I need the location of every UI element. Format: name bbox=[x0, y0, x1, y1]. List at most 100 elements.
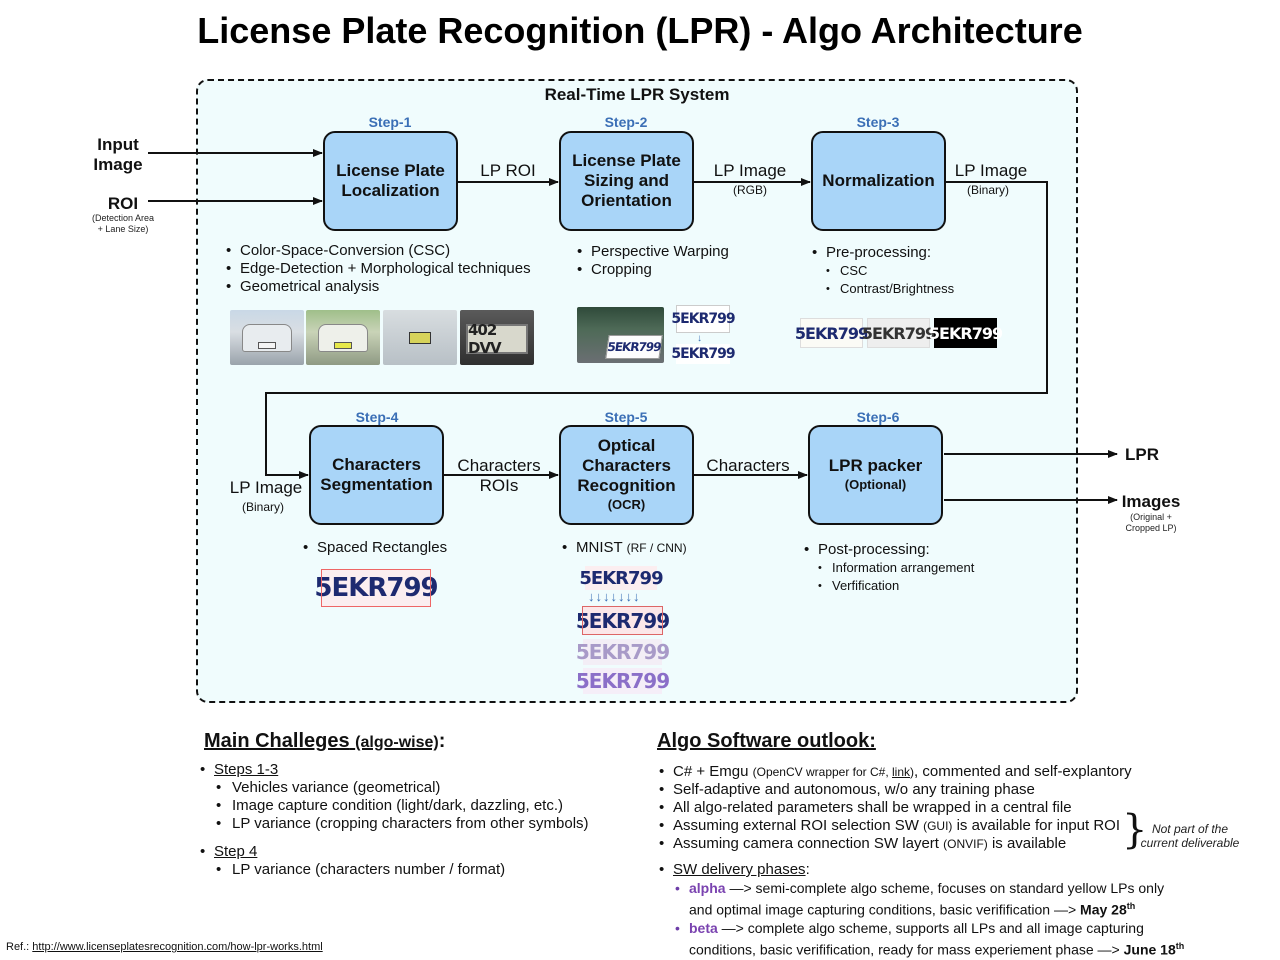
step-3-bullet: Pre-processing: bbox=[810, 244, 1010, 262]
step-1-bullet: Edge-Detection + Morphological technique… bbox=[224, 260, 554, 278]
phase-alpha-date-suffix: th bbox=[1126, 901, 1136, 911]
outlook-item-note: (GUI) bbox=[923, 819, 953, 833]
step-1-bullet: Color-Space-Conversion (CSC) bbox=[224, 242, 554, 260]
page-title: License Plate Recognition (LPR) - Algo A… bbox=[197, 10, 1083, 51]
phase-alpha-text: —> semi-complete algo scheme, focuses on… bbox=[725, 880, 1165, 896]
step-1-label: Step-1 bbox=[368, 114, 412, 130]
step-3-name: Normalization bbox=[822, 171, 935, 190]
outlook-item-note: (ONVIF) bbox=[943, 837, 988, 851]
plate-cropped: 5EKR799 bbox=[671, 305, 736, 333]
step-3-sub-bullet: Contrast/Brightness bbox=[810, 280, 1010, 298]
step-5-name: Optical Characters Recognition bbox=[577, 436, 676, 495]
plate-normalized-color: 5EKR799 bbox=[795, 318, 869, 348]
connector-lp-image-binary: LP Image bbox=[954, 161, 1028, 180]
challenges-item: Vehicles variance (geometrical) bbox=[198, 779, 644, 797]
phase-alpha-date: May 28 bbox=[1080, 901, 1127, 918]
outlook-item-text: , commented and self-explantory bbox=[914, 763, 1132, 780]
step-6-box: LPR packer (Optional) bbox=[808, 425, 943, 525]
plate-warped: 5EKR799 bbox=[671, 344, 736, 364]
challenges-heading: Main Challeges (algo-wise): bbox=[204, 730, 644, 753]
plate-ocr-chars: 5EKR799 bbox=[575, 606, 670, 635]
challenges-item: LP variance (characters number / format) bbox=[198, 861, 644, 879]
challenges-heading-text: Main Challeges bbox=[204, 730, 350, 752]
connector-characters: Characters bbox=[706, 456, 790, 475]
step-2-bullet: Perspective Warping bbox=[575, 243, 765, 261]
step-5-sub: (OCR) bbox=[607, 497, 646, 512]
reference-label: Ref.: bbox=[6, 941, 30, 953]
step-4-bullets: Spaced Rectangles bbox=[301, 539, 501, 557]
outlook-item-note: ) bbox=[910, 765, 915, 779]
step-1-name: License Plate Localization bbox=[336, 161, 445, 200]
images-output-sub: (Original + Cropped LP) bbox=[1125, 512, 1177, 533]
outlook-item-text: Assuming camera connection SW layert bbox=[673, 835, 944, 852]
step-3-sub-bullet: CSC bbox=[810, 262, 1010, 280]
plate-closeup: 402 DVV bbox=[466, 321, 528, 357]
car-rear-photo-2 bbox=[306, 310, 380, 365]
down-arrow-icon: ↓ bbox=[697, 333, 702, 344]
connector-characters-rois: Characters ROIs bbox=[457, 456, 541, 495]
step-2-label: Step-2 bbox=[604, 114, 648, 130]
arrow-step3-step4 bbox=[265, 181, 1048, 479]
challenges-group-2: Step 4 bbox=[198, 843, 644, 861]
step-1-bullets: Color-Space-Conversion (CSC) Edge-Detect… bbox=[224, 242, 554, 296]
connector-rgb-sub: (RGB) bbox=[733, 183, 767, 197]
outlook-phases: SW delivery phases: bbox=[657, 861, 1257, 879]
step-4-label: Step-4 bbox=[355, 409, 399, 425]
step-5-bullet: MNIST (RF / CNN) bbox=[560, 539, 760, 557]
step-3-label: Step-3 bbox=[856, 114, 900, 130]
outlook-item-note: (OpenCV wrapper for C#, bbox=[752, 765, 893, 779]
plate-skewed: 5EKR799 bbox=[605, 335, 663, 359]
outlook-heading: Algo Software outlook: bbox=[657, 730, 876, 752]
images-output-label: Images bbox=[1121, 492, 1181, 511]
outlook-phases-colon: : bbox=[805, 861, 810, 878]
street-photo: 5EKR799 bbox=[577, 307, 664, 363]
outlook-item-text: is available for input ROI bbox=[952, 817, 1120, 834]
outlook-item-camera: Assuming camera connection SW layert (ON… bbox=[657, 835, 1257, 853]
challenges-group-2-title: Step 4 bbox=[214, 843, 258, 860]
outlook-phase-beta: beta —> complete algo scheme, supports a… bbox=[657, 919, 1257, 937]
phase-alpha-text: and optimal image capturing conditions, … bbox=[689, 901, 1081, 918]
outlook-item-text: C# + Emgu bbox=[673, 763, 753, 780]
outlook-item-roi: Assuming external ROI selection SW (GUI)… bbox=[657, 817, 1257, 835]
outlook-phase-alpha: alpha —> semi-complete algo scheme, focu… bbox=[657, 879, 1257, 897]
lpr-output-label: LPR bbox=[1125, 445, 1159, 464]
step-2-name: License Plate Sizing and Orientation bbox=[572, 151, 681, 210]
phase-beta-date-suffix: th bbox=[1175, 940, 1185, 951]
step-5-box: Optical Characters Recognition (OCR) bbox=[559, 425, 694, 525]
outlook-item-emgu: C# + Emgu (OpenCV wrapper for C#, link),… bbox=[657, 763, 1257, 781]
plate-normalized-binary: 5EKR799 bbox=[929, 318, 1003, 348]
plate-ocr-faded-2: 5EKR799 bbox=[575, 668, 670, 694]
plate-segmented: 5EKR799 bbox=[314, 569, 439, 607]
plate-normalized-gray: 5EKR799 bbox=[862, 318, 936, 348]
reference-link[interactable]: http://www.licenseplatesrecognition.com/… bbox=[32, 941, 323, 953]
roi-label: ROI bbox=[107, 194, 139, 213]
step-5-bullets: MNIST (RF / CNN) bbox=[560, 539, 760, 557]
step-2-bullets: Perspective Warping Cropping bbox=[575, 243, 765, 279]
step-5-bullet-main: MNIST bbox=[576, 539, 623, 556]
step-6-bullets: Post-processing: Information arrangement… bbox=[802, 541, 1022, 595]
outlook-item-text: is available bbox=[987, 835, 1067, 852]
roi-sub-label: (Detection Area + Lane Size) bbox=[91, 213, 155, 234]
connector-binary-sub: (Binary) bbox=[966, 183, 1009, 197]
step-6-label: Step-6 bbox=[856, 409, 900, 425]
outlook-item: Self-adaptive and autonomous, w/o any tr… bbox=[657, 781, 1257, 799]
step-1-box: License Plate Localization bbox=[323, 131, 458, 231]
outlook-phase-beta-cont: conditions, basic verifification, ready … bbox=[657, 937, 1257, 959]
reference-line: Ref.: http://www.licenseplatesrecognitio… bbox=[6, 941, 323, 953]
step-2-bullet: Cropping bbox=[575, 261, 765, 279]
outlook-item-text: Assuming external ROI selection SW bbox=[673, 817, 924, 834]
phase-beta-text: —> complete algo scheme, supports all LP… bbox=[717, 919, 1144, 936]
connector-lp-image-binary-2: LP Image bbox=[229, 478, 303, 497]
outlook-link[interactable]: link bbox=[892, 765, 911, 779]
step-4-name: Characters Segmentation bbox=[320, 455, 433, 494]
brace-icon: } bbox=[1122, 807, 1148, 853]
connector-lp-roi: LP ROI bbox=[480, 161, 536, 180]
outlook-item: All algo-related parameters shall be wra… bbox=[657, 799, 1257, 817]
challenges-group-1: Steps 1-3 bbox=[198, 761, 644, 779]
outlook-phases-title: SW delivery phases bbox=[673, 861, 806, 878]
challenges-group-1-title: Steps 1-3 bbox=[214, 761, 279, 778]
input-image-label: Input Image bbox=[93, 135, 143, 174]
phase-beta-text: conditions, basic verifification, ready … bbox=[689, 941, 1124, 958]
step-2-box: License Plate Sizing and Orientation bbox=[559, 131, 694, 231]
